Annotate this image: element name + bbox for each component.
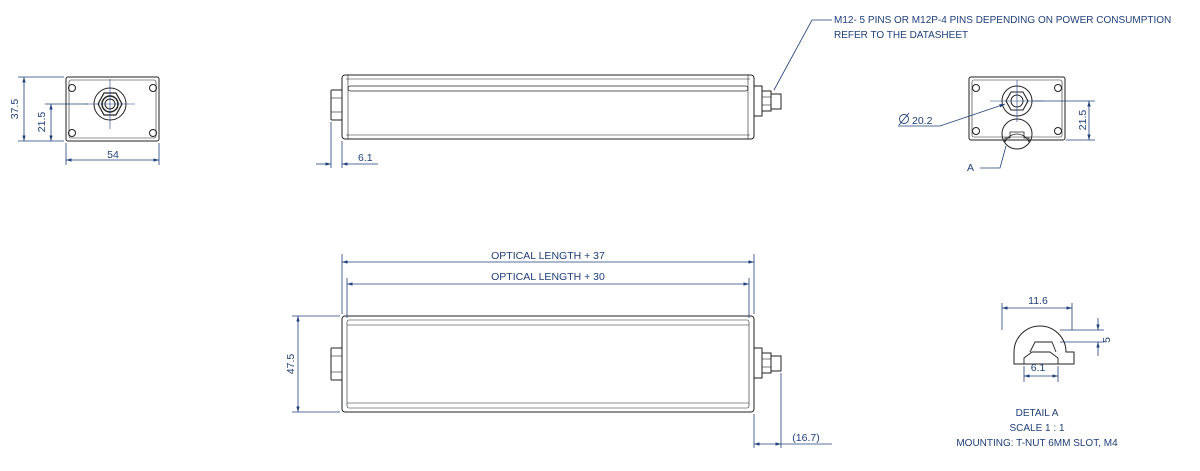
top-view-body — [341, 315, 755, 413]
screw-icon — [149, 84, 157, 92]
end-view-height-label: 37.5 — [9, 99, 21, 120]
detail-scale: SCALE 1 : 1 — [1009, 423, 1064, 434]
optical-length-inner-label: OPTICAL LENGTH + 30 — [491, 271, 605, 283]
side-view-dimensions — [316, 19, 832, 168]
detail-width-label: 11.6 — [1028, 295, 1048, 307]
screw-icon — [1054, 127, 1062, 135]
end-view-width-label: 54 — [107, 149, 119, 161]
screw-icon — [149, 129, 157, 137]
end-view-dimensions — [18, 76, 160, 165]
screw-icon — [68, 84, 76, 92]
top-view — [330, 315, 782, 413]
side-view-slot — [347, 85, 749, 92]
top-view-dimensions — [292, 254, 832, 448]
top-view-connector-base — [753, 347, 763, 379]
side-view-connector-base — [753, 85, 763, 117]
top-view-height-label: 47.5 — [285, 354, 297, 375]
side-view-connector-tip — [770, 93, 782, 110]
top-view-connector-tip — [770, 355, 782, 372]
screw-icon — [68, 129, 76, 137]
callout-line-2: REFER TO THE DATASHEET — [834, 30, 968, 41]
side-view — [330, 74, 782, 140]
detail-a-dimensions — [1001, 303, 1104, 382]
rear-view — [968, 76, 1066, 150]
callout-line-1: M12- 5 PINS OR M12P-4 PINS DEPENDING ON … — [834, 15, 1171, 26]
detail-a-profile — [1013, 325, 1075, 365]
screw-icon — [1054, 84, 1062, 92]
side-view-offset-label: 6.1 — [358, 152, 373, 164]
rear-view-connector-height-label: 21.5 — [1077, 110, 1089, 131]
side-view-left-cap — [330, 89, 343, 121]
end-view — [65, 76, 160, 142]
detail-marker-label: A — [967, 162, 974, 174]
screw-icon — [972, 127, 980, 135]
optical-length-outer-label: OPTICAL LENGTH + 37 — [491, 250, 605, 262]
diameter-icon — [898, 112, 910, 126]
top-view-left-cap — [330, 347, 343, 381]
detail-a-outline — [1013, 325, 1075, 365]
screw-icon — [972, 84, 980, 92]
detail-slot-width-label: 6.1 — [1031, 362, 1046, 374]
end-view-body — [65, 76, 160, 142]
connector-length-label: (16.7) — [792, 432, 819, 444]
rear-view-diameter-label: 20.2 — [912, 115, 933, 127]
detail-title: DETAIL A — [1016, 408, 1059, 419]
rear-view-dimensions — [898, 100, 1095, 169]
end-view-connector-height-label: 21.5 — [36, 112, 48, 133]
side-view-body — [341, 74, 755, 140]
detail-slot-height-label: 5 — [1101, 337, 1113, 343]
rear-view-body — [968, 76, 1066, 141]
detail-mounting: MOUNTING: T-NUT 6MM SLOT, M4 — [956, 438, 1118, 449]
